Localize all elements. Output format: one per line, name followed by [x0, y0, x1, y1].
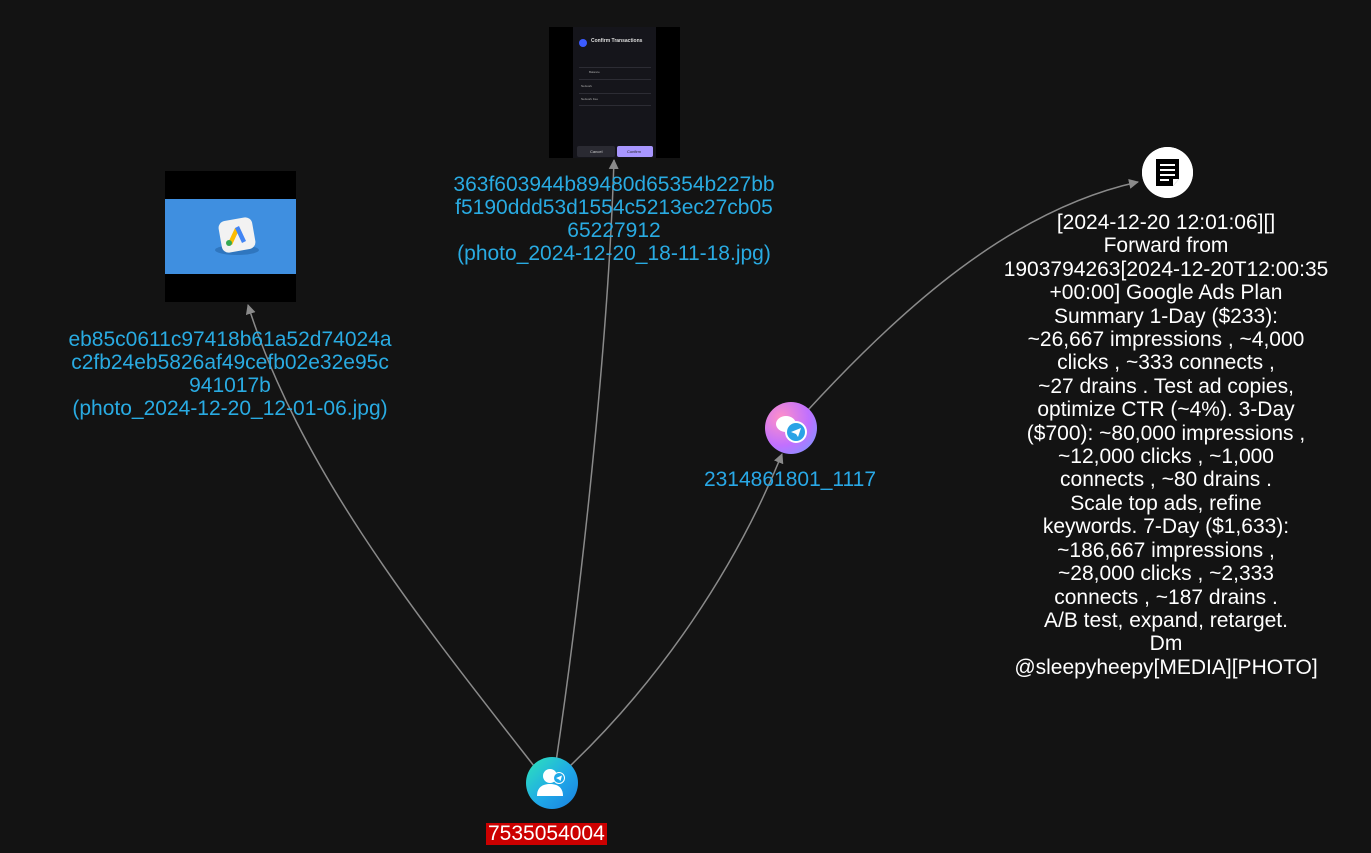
edge-chat-to-message [807, 179, 1139, 411]
edge-user-to-photo-2 [555, 159, 619, 763]
thumb-title: Confirm Transactions [591, 38, 643, 44]
telegram-chat-icon [776, 416, 807, 443]
photo-node-label: 363f603944b89480d65354b227bb f5190ddd53d… [453, 173, 775, 265]
chat-node-label: 2314861801_1117 [703, 468, 877, 491]
confirm-transaction-screenshot-icon [549, 27, 680, 158]
message-node-text: [2024-12-20 12:01:06][] Forward from 190… [1003, 211, 1329, 679]
chat-node-icon[interactable] [765, 402, 817, 454]
thumb-row-balance: Balance [589, 70, 600, 74]
google-ads-logo-icon [165, 171, 296, 302]
message-node-icon[interactable] [1142, 147, 1193, 198]
thumb-confirm-button: Confirm [627, 149, 642, 154]
thumb-cancel-button: Cancel [590, 149, 603, 154]
photo-thumbnail-google-ads[interactable] [165, 171, 296, 302]
document-icon [1142, 147, 1193, 198]
photo-thumbnail-confirm-transaction[interactable]: Confirm Transactions Balance Network Net… [549, 27, 680, 158]
thumb-row-network: Network [581, 84, 593, 88]
user-node-label: 7535054004 [486, 822, 607, 845]
telegram-user-icon [537, 769, 565, 796]
edge-user-to-photo-1 [245, 304, 535, 767]
thumb-row-network-fee: Network Fee [581, 97, 599, 101]
photo-node-label: eb85c0611c97418b61a52d74024a c2fb24eb582… [68, 328, 392, 420]
user-node-icon[interactable] [526, 757, 578, 809]
edge-user-to-chat [569, 453, 784, 767]
